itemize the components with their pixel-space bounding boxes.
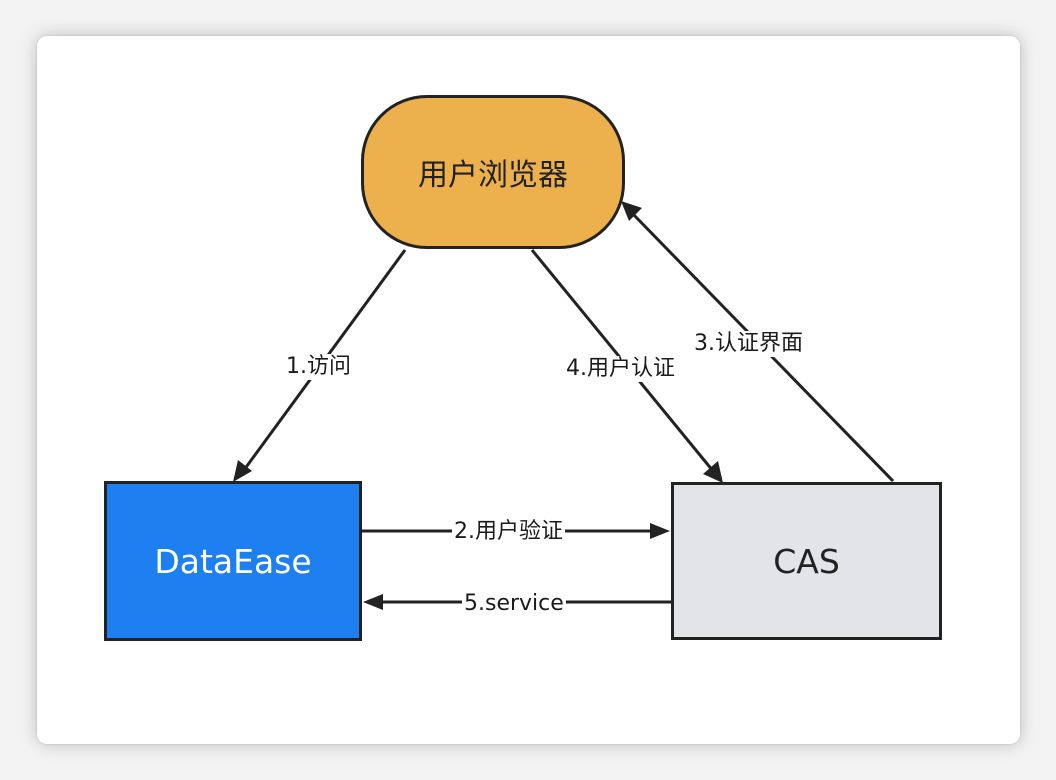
cas-node-label: CAS bbox=[773, 541, 840, 581]
cas-node: CAS bbox=[671, 482, 942, 640]
edge-label-auth-page: 3.认证界面 bbox=[692, 331, 805, 357]
edge-label-user-auth: 4.用户认证 bbox=[564, 356, 677, 382]
edge-label-service: 5.service bbox=[462, 591, 566, 617]
dataease-node-label: DataEase bbox=[154, 541, 312, 581]
browser-node: 用户浏览器 bbox=[361, 95, 625, 249]
dataease-node: DataEase bbox=[104, 481, 362, 641]
edge-label-user-verify: 2.用户验证 bbox=[452, 519, 565, 545]
browser-node-label: 用户浏览器 bbox=[418, 158, 568, 193]
edge-label-visit: 1.访问 bbox=[284, 354, 353, 380]
